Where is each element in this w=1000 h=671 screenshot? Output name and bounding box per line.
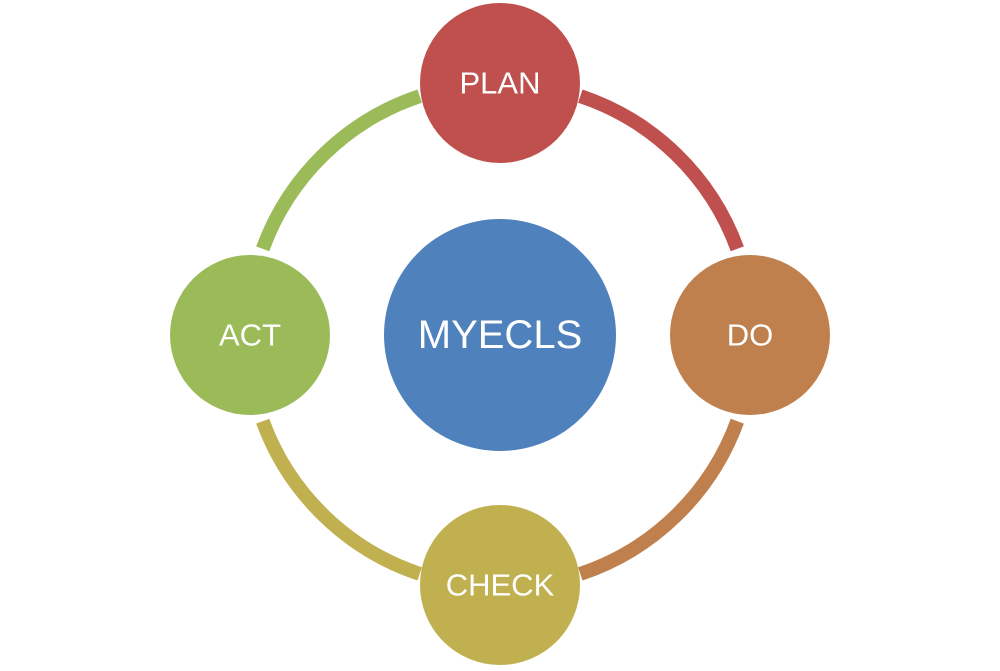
connector-plan-to-do [578,89,744,252]
node-check: CHECK [420,505,580,665]
act-label: ACT [219,318,281,353]
center-circle [384,219,616,451]
center-node: MYECLS [384,219,616,451]
connector-do-to-check [578,418,744,581]
node-act: ACT [170,255,330,415]
connector-act-to-plan [256,89,422,252]
connector-check-to-act [256,418,422,581]
do-label: DO [727,318,774,353]
act-circle [170,255,330,415]
node-do: DO [670,255,830,415]
center-label: MYECLS [418,313,583,357]
check-label: CHECK [446,568,555,603]
check-circle [420,505,580,665]
node-plan: PLAN [420,3,580,163]
do-circle [670,255,830,415]
plan-circle [420,3,580,163]
plan-label: PLAN [460,66,541,101]
